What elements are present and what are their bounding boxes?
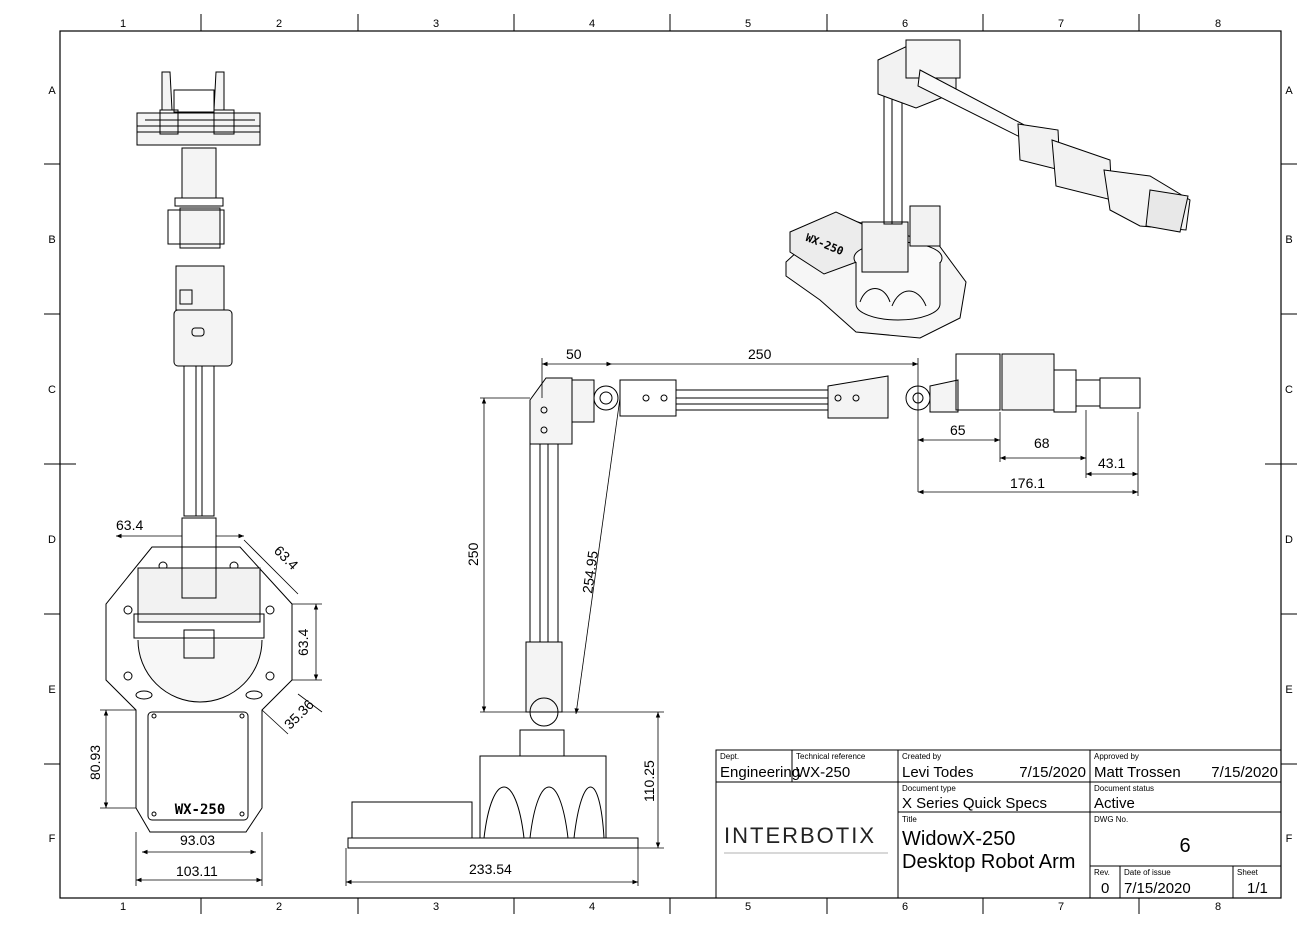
grid-col-4-bottom: 4 <box>589 901 595 913</box>
dim-plate-inner-width: 93.03 <box>180 832 215 848</box>
grid-col-8-bottom: 8 <box>1215 901 1221 913</box>
approved-by-value: Matt Trossen <box>1094 764 1181 781</box>
side-view-dimension-text: 50 250 250 254.95 110.25 233.54 65 68 43… <box>465 346 1125 877</box>
title-line-2: Desktop Robot Arm <box>902 851 1075 873</box>
side-view-dimensions <box>345 358 1139 886</box>
top-gripper <box>136 71 261 146</box>
top-arm-tube <box>183 365 215 517</box>
doc-type-value: X Series Quick Specs <box>902 795 1047 812</box>
grid-row-labels-right: A B C D E F <box>1285 85 1293 845</box>
grid-col-1: 1 <box>120 18 126 30</box>
side-upper-arm <box>571 375 889 423</box>
grid-row-e: E <box>48 684 55 696</box>
base-engraved-label: WX-250 <box>175 802 226 818</box>
grid-col-6-bottom: 6 <box>902 901 908 913</box>
title-block <box>715 749 1282 899</box>
dim-shoulder-offset: 50 <box>566 346 582 362</box>
dim-side-diag: 63.4 <box>271 542 302 573</box>
grid-row-a: A <box>48 85 56 97</box>
grid-col-2-bottom: 2 <box>276 901 282 913</box>
created-date-value: 7/15/2020 <box>1019 764 1086 781</box>
grid-row-c: C <box>48 384 56 396</box>
dwg-no-caption: DWG No. <box>1094 815 1128 824</box>
dim-wrist-total: 176.1 <box>1010 475 1045 491</box>
doc-status-caption: Document status <box>1094 784 1154 793</box>
top-wrist <box>167 147 233 367</box>
isometric-view: WX-250 <box>785 39 1191 339</box>
grid-row-c-right: C <box>1285 384 1293 396</box>
dim-diagonal: 254.95 <box>579 550 601 595</box>
grid-row-d: D <box>48 534 56 546</box>
dim-corner: 35.36 <box>281 696 317 732</box>
sheet-caption: Sheet <box>1237 868 1259 877</box>
dim-plate-width: 103.11 <box>176 863 218 879</box>
title-caption: Title <box>902 815 917 824</box>
dim-wrist-65: 65 <box>950 422 966 438</box>
created-by-caption: Created by <box>902 752 941 761</box>
side-wrist-gripper <box>905 353 1141 413</box>
rev-value: 0 <box>1101 880 1109 897</box>
dwg-no-value: 6 <box>1179 835 1190 857</box>
dim-width-tower: 63.4 <box>116 517 143 533</box>
grid-col-3: 3 <box>433 18 439 30</box>
grid-col-2: 2 <box>276 18 282 30</box>
top-view-dimensions <box>100 533 323 886</box>
grid-row-b-right: B <box>1285 234 1292 246</box>
dim-base-length: 233.54 <box>469 861 512 877</box>
dim-gripper-43: 43.1 <box>1098 455 1125 471</box>
title-line-1: WidowX-250 <box>902 828 1015 850</box>
grid-row-e-right: E <box>1285 684 1292 696</box>
dim-base-height: 110.25 <box>641 760 657 802</box>
grid-col-5-bottom: 5 <box>745 901 751 913</box>
grid-row-b: B <box>48 234 55 246</box>
grid-col-7-bottom: 7 <box>1058 901 1064 913</box>
dim-wrist-68: 68 <box>1034 435 1050 451</box>
dim-side-vert: 63.4 <box>295 629 311 656</box>
dim-shoulder-height: 250 <box>465 542 481 566</box>
side-upper-tower <box>525 377 573 727</box>
grid-row-f-right: F <box>1286 833 1293 845</box>
grid-row-f: F <box>49 833 56 845</box>
approved-date-value: 7/15/2020 <box>1211 764 1278 781</box>
grid-row-labels-left: A B C D E F <box>48 85 56 845</box>
side-view <box>347 353 1141 849</box>
date-issue-value: 7/15/2020 <box>1124 880 1191 897</box>
grid-col-4: 4 <box>589 18 595 30</box>
side-base <box>347 729 639 849</box>
tech-ref-caption: Technical reference <box>796 752 866 761</box>
grid-column-labels-top: 1 2 3 4 5 6 7 8 <box>120 18 1221 30</box>
drawing-frame <box>44 14 1297 914</box>
tech-ref-value: WX-250 <box>796 764 850 781</box>
doc-type-caption: Document type <box>902 784 956 793</box>
top-base-plate <box>105 517 293 833</box>
rev-caption: Rev. <box>1094 868 1110 877</box>
dept-caption: Dept. <box>720 752 739 761</box>
approved-by-caption: Approved by <box>1094 752 1139 761</box>
created-by-value: Levi Todes <box>902 764 973 781</box>
doc-status-value: Active <box>1094 795 1135 812</box>
grid-col-6: 6 <box>902 18 908 30</box>
interbotix-logo: INTERBOTIX <box>724 823 876 848</box>
title-block-text: Dept. Engineering Technical reference WX… <box>720 752 1278 897</box>
grid-col-5: 5 <box>745 18 751 30</box>
grid-row-a-right: A <box>1285 85 1293 97</box>
grid-row-d-right: D <box>1285 534 1293 546</box>
sheet-value: 1/1 <box>1247 880 1268 897</box>
dim-plate-height: 80.93 <box>87 745 103 780</box>
grid-col-3-bottom: 3 <box>433 901 439 913</box>
grid-column-labels-bottom: 1 2 3 4 5 6 7 8 <box>120 901 1221 913</box>
top-view: WX-250 <box>105 71 293 833</box>
date-issue-caption: Date of issue <box>1124 868 1171 877</box>
dept-value: Engineering <box>720 764 800 781</box>
grid-col-1-bottom: 1 <box>120 901 126 913</box>
grid-col-7: 7 <box>1058 18 1064 30</box>
grid-col-8: 8 <box>1215 18 1221 30</box>
dim-upper-arm: 250 <box>748 346 772 362</box>
